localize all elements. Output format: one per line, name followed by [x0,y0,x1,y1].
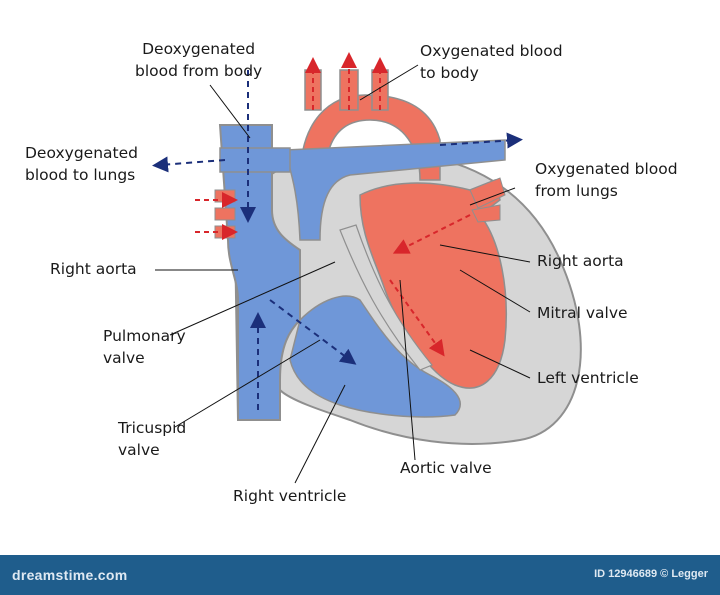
label-right-aorta-right: Right aorta [537,252,624,270]
septum [339,224,433,371]
pulmonary-artery-left [219,147,291,173]
arrow-to-lungs-right [439,132,523,149]
arrow-rv [269,299,357,365]
label-oxy-from-lungs: Oxygenated blood from lungs [535,160,678,200]
right-atrium [218,124,301,421]
leader-lines [155,64,531,484]
site-logo[interactable]: dreamstime.com [12,567,128,583]
label-mitral-valve: Mitral valve [537,304,628,322]
label-deoxy-from-body: Deoxygenated blood from body [135,40,263,80]
label-right-ventricle: Right ventricle [233,487,347,505]
label-deoxy-to-lungs: Deoxygenated blood to lungs [25,144,138,184]
label-right-aorta-left: Right aorta [50,260,137,278]
left-heart [359,178,508,389]
label-aortic-valve: Aortic valve [400,459,492,477]
arrow-la [392,214,471,254]
label-tricuspid-valve: Tricuspid valve [118,419,187,459]
arrow-to-lungs-left [152,156,226,173]
label-pulmonary-valve: Pulmonary valve [103,327,186,367]
pulmonary-vein-right [469,177,506,209]
heart-illustration [152,52,582,484]
pulmonary-artery [284,139,506,241]
image-credit: ID 12946689 © Legger [594,568,708,580]
label-left-ventricle: Left ventricle [537,369,639,387]
aortic-arch [299,94,441,181]
label-oxy-to-body: Oxygenated blood to body [420,42,563,82]
pulmonary-vein-right-2 [471,204,501,223]
pulmonary-vein-left-2 [214,207,236,221]
footer-bar: dreamstime.com ID 12946689 © Legger [0,555,720,595]
heart-diagram: Deoxygenated blood from body Oxygenated … [25,40,678,505]
right-ventricle-chamber [289,295,461,418]
